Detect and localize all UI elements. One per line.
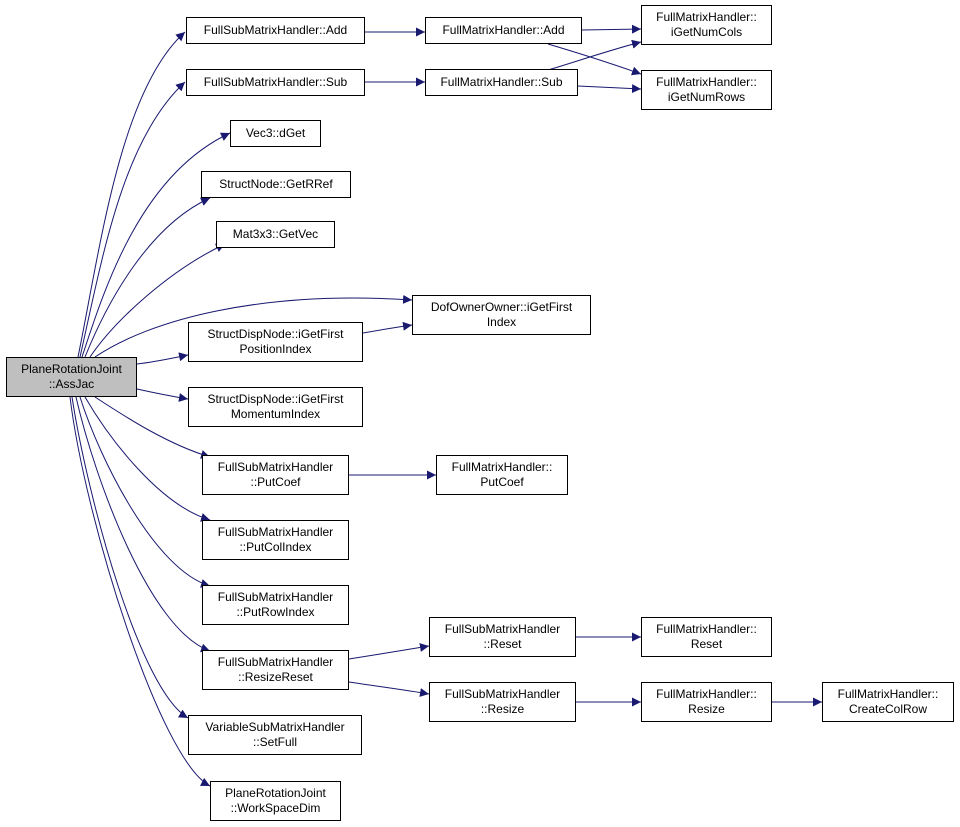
node-fullsubmatrixhandler-reset[interactable]: FullSubMatrixHandler ::Reset: [429, 617, 576, 657]
edge-assjac-to-sdn-position: [136, 352, 189, 365]
node-label-line1: StructNode::GetRRef: [219, 177, 333, 191]
node-label-line1: FullMatrixHandler::Sub: [440, 75, 563, 89]
node-label-line1: PlaneRotationJoint: [21, 362, 122, 376]
node-label-line2: iGetNumRows: [667, 90, 746, 104]
node-label-line2: ::AssJac: [48, 377, 95, 391]
node-label-line2: iGetNumCols: [670, 25, 743, 39]
node-fullsubmatrixhandler-putcoef[interactable]: FullSubMatrixHandler ::PutCoef: [202, 455, 349, 495]
node-fullmatrixhandler-add[interactable]: FullMatrixHandler::Add: [425, 17, 582, 44]
node-label-line1: Mat3x3::GetVec: [232, 227, 319, 241]
edge-assjac-to-sdn-momentum: [136, 388, 189, 402]
edge-fm-sub-to-fm-getcols: [547, 39, 642, 71]
node-fullsubmatrixhandler-putcolindex[interactable]: FullSubMatrixHandler ::PutColIndex: [202, 520, 349, 560]
node-vec3-dget[interactable]: Vec3::dGet: [230, 120, 321, 147]
node-fullmatrixhandler-resize[interactable]: FullMatrixHandler:: Resize: [641, 682, 772, 722]
edge-assjac-to-fsm-putcolindex: [84, 396, 211, 522]
node-label-line1: FullMatrixHandler::: [656, 10, 757, 24]
node-label-line1: FullMatrixHandler::: [656, 687, 757, 701]
node-fullmatrixhandler-igetnumrows[interactable]: FullMatrixHandler:: iGetNumRows: [641, 70, 772, 110]
edge-assjac-to-prj-workspacedim: [69, 396, 211, 787]
edge-assjac-to-fsm-resizereset: [75, 396, 211, 653]
node-label-line1: StructDispNode::iGetFirst: [207, 327, 344, 341]
node-label-line2: CreateColRow: [848, 702, 928, 716]
node-label-line1: FullMatrixHandler::Add: [442, 23, 565, 37]
node-label-line1: FullMatrixHandler::: [656, 622, 757, 636]
node-fullmatrixhandler-sub[interactable]: FullMatrixHandler::Sub: [425, 69, 578, 96]
node-label-line2: ::SetFull: [252, 735, 297, 749]
node-label-line2: ::PutCoef: [250, 475, 301, 489]
node-mat3x3-getvec[interactable]: Mat3x3::GetVec: [216, 221, 335, 248]
node-label-line2: ::Resize: [480, 702, 525, 716]
edge-assjac-to-vec3-dget: [81, 132, 231, 358]
node-label-line2: ::PutRowIndex: [236, 605, 315, 619]
edge-assjac-to-dofowner-igetfirst: [94, 294, 413, 358]
edge-assjac-to-fsm-add: [77, 31, 186, 358]
node-label-line2: ::PutColIndex: [239, 540, 312, 554]
node-label-line1: Vec3::dGet: [245, 126, 306, 140]
node-label-line1: PlaneRotationJoint: [225, 786, 326, 800]
node-planerotationjoint-workspacedim[interactable]: PlaneRotationJoint ::WorkSpaceDim: [210, 781, 341, 821]
node-label-line1: FullMatrixHandler::: [451, 460, 553, 474]
node-fullmatrixhandler-putcoef[interactable]: FullMatrixHandler:: PutCoef: [436, 455, 568, 495]
edge-fm-add-to-fm-getrows: [547, 43, 642, 76]
node-fullmatrixhandler-igetnumcols[interactable]: FullMatrixHandler:: iGetNumCols: [641, 5, 772, 45]
node-label-line1: FullSubMatrixHandler: [217, 525, 334, 539]
node-fullsubmatrixhandler-putrowindex[interactable]: FullSubMatrixHandler ::PutRowIndex: [202, 585, 349, 625]
edge-fm-sub-to-fm-getrows: [577, 84, 642, 94]
edge-assjac-to-fsm-putcoef: [94, 396, 211, 459]
node-label-line1: FullSubMatrixHandler: [444, 687, 561, 701]
node-label-line2: ::WorkSpaceDim: [230, 801, 321, 815]
node-structnode-getrref[interactable]: StructNode::GetRRef: [201, 171, 351, 198]
edge-sdn-position-to-dofowner: [362, 321, 413, 334]
node-label-line1: FullSubMatrixHandler: [217, 590, 334, 604]
node-structdispnode-igetfirstpositionindex[interactable]: StructDispNode::iGetFirst PositionIndex: [188, 322, 363, 362]
node-label-line1: FullSubMatrixHandler: [444, 622, 561, 636]
edge-assjac-to-mat3x3-getvec: [89, 243, 226, 358]
node-fullmatrixhandler-createcolrow[interactable]: FullMatrixHandler:: CreateColRow: [822, 682, 954, 722]
edge-assjac-to-fsm-putrowindex: [79, 396, 211, 588]
node-label-line1: FullSubMatrixHandler::Add: [203, 23, 348, 37]
node-dofownerowner-igetfirstindex[interactable]: DofOwnerOwner::iGetFirst Index: [412, 295, 591, 335]
edge-assjac-to-vsm-setfull: [71, 396, 189, 719]
node-label-line2: MomentumIndex: [230, 407, 321, 421]
node-variablesubmatrixhandler-setfull[interactable]: VariableSubMatrixHandler ::SetFull: [188, 715, 362, 755]
node-label-line2: ::Reset: [483, 637, 522, 651]
node-label-line1: StructDispNode::iGetFirst: [207, 392, 344, 406]
node-fullsubmatrixhandler-resizereset[interactable]: FullSubMatrixHandler ::ResizeReset: [202, 650, 349, 690]
node-structdispnode-igetfirstmomentumindex[interactable]: StructDispNode::iGetFirst MomentumIndex: [188, 387, 363, 427]
node-label-line1: DofOwnerOwner::iGetFirst: [430, 300, 573, 314]
node-label-line1: FullMatrixHandler::: [656, 75, 757, 89]
node-label-line2: Index: [486, 315, 517, 329]
node-fullsubmatrixhandler-add[interactable]: FullSubMatrixHandler::Add: [186, 17, 365, 44]
edge-assjac-to-structnode-getrref: [84, 197, 211, 358]
node-label-line1: FullSubMatrixHandler: [217, 655, 334, 669]
node-label-line2: Reset: [690, 637, 723, 651]
node-label-line2: PositionIndex: [239, 342, 312, 356]
edge-fsm-resizereset-to-fsm-reset: [348, 643, 430, 660]
node-fullsubmatrixhandler-sub[interactable]: FullSubMatrixHandler::Sub: [186, 69, 365, 96]
node-planerotationjoint-assjac: PlaneRotationJoint ::AssJac: [6, 357, 137, 397]
node-label-line1: FullMatrixHandler::: [837, 687, 939, 701]
node-label-line1: FullSubMatrixHandler::Sub: [203, 75, 348, 89]
node-label-line2: Resize: [688, 702, 725, 716]
node-fullsubmatrixhandler-resize[interactable]: FullSubMatrixHandler ::Resize: [429, 682, 576, 722]
node-fullmatrixhandler-reset[interactable]: FullMatrixHandler:: Reset: [641, 617, 772, 657]
node-label-line1: FullSubMatrixHandler: [217, 460, 334, 474]
node-label-line2: PutCoef: [480, 475, 524, 489]
edge-assjac-to-fsm-sub: [79, 81, 186, 358]
node-label-line1: VariableSubMatrixHandler: [205, 720, 345, 734]
node-label-line2: ::ResizeReset: [238, 670, 313, 684]
edge-fsm-resizereset-to-fsm-resize: [348, 681, 430, 697]
edge-fm-add-to-fm-getcols: [581, 24, 642, 34]
